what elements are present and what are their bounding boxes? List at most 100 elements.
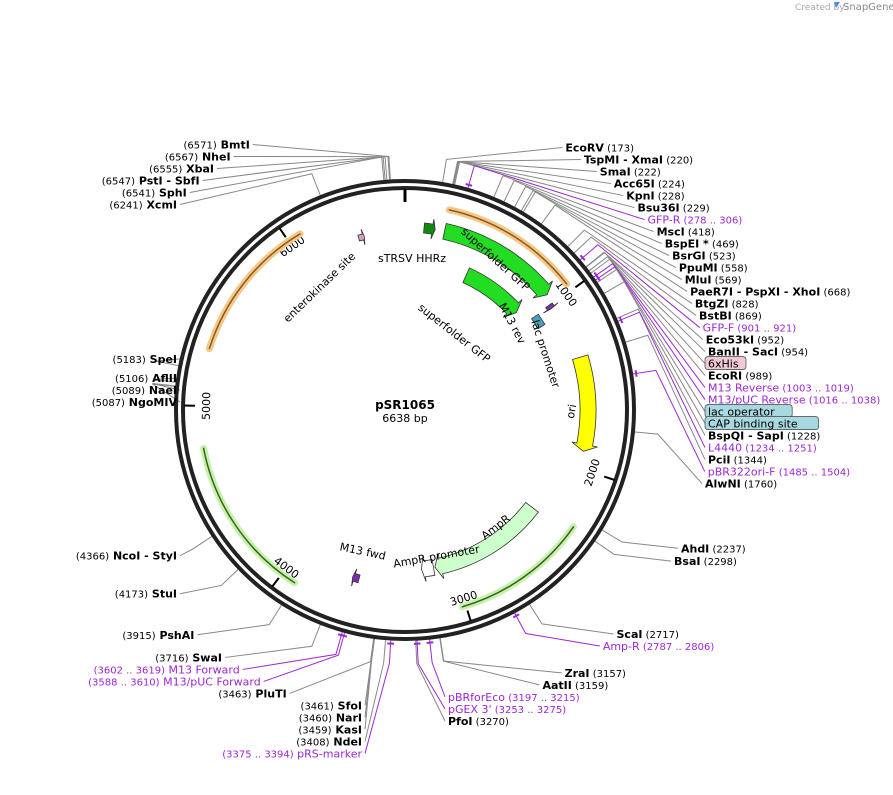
enzyme-num: (5087) <box>92 398 125 409</box>
enzyme-name: AatII <box>542 679 571 692</box>
enzyme-connector <box>224 622 322 658</box>
primer-name: GFP-R <box>648 214 681 227</box>
enzyme-num: (6241) <box>109 201 142 212</box>
credit-brand: SnapGene <box>843 2 893 13</box>
primer-range: (1016 .. 1038) <box>806 396 881 407</box>
enzyme-site-label: BsrGI (523) <box>672 250 736 263</box>
primer-mark <box>595 274 601 282</box>
enzyme-num: (6541) <box>122 189 155 200</box>
enzyme-connector <box>502 179 662 245</box>
primer-connector <box>428 637 446 698</box>
enzyme-connector <box>587 256 706 364</box>
enzyme-extra: - StyI <box>140 550 177 563</box>
primer-label: pBRforEco (3197 .. 3215) <box>448 691 580 704</box>
enzyme-connector <box>572 236 697 316</box>
green-arc-left-line <box>202 447 296 584</box>
enzyme-num: (1228) <box>784 432 821 443</box>
green-arc-bottom-line <box>461 526 575 608</box>
enzyme-name: Bsu36I <box>637 202 679 215</box>
enzyme-num: (3461) <box>301 701 334 712</box>
enzyme-connector <box>441 147 563 185</box>
primer-label: pGEX 3' (3253 .. 3275) <box>448 703 566 716</box>
enzyme-site-label: (6241) XcmI <box>109 199 177 212</box>
enzyme-name: EcoRV <box>565 142 604 155</box>
feature-label: superfolder GFP <box>416 301 494 366</box>
superfolder-gfp-arrow-1 <box>442 223 553 299</box>
enzyme-site-label: (6547) PstI - SbfI <box>102 175 200 188</box>
enzyme-name: KpnI <box>626 190 654 203</box>
enzyme-site-label: (3915) PshAI <box>122 629 194 642</box>
strsv-hhrz-arrow <box>423 219 436 240</box>
enzyme-site-label: AhdI (2237) <box>681 542 746 555</box>
primer-connector <box>513 611 600 647</box>
enzyme-site-label: MscI (418) <box>657 226 715 239</box>
enzyme-num: (3915) <box>122 631 155 642</box>
enzyme-name: AflII <box>148 372 177 385</box>
enzyme-name: XcmI <box>143 199 177 212</box>
enzyme-site-label: Acc65I (224) <box>614 178 685 191</box>
enzyme-site-label: (3463) PluTI <box>218 687 286 700</box>
primer-range: (2787 .. 2806) <box>640 642 715 653</box>
enzyme-connector <box>189 156 385 194</box>
primer-range: (3588 .. 3610) <box>88 677 160 688</box>
enzyme-name: StuI <box>148 588 177 601</box>
primer-range: (1003 .. 1019) <box>779 384 854 395</box>
primer-name: M13/pUC Reverse <box>708 394 806 407</box>
enzyme-connector <box>179 567 240 595</box>
primer-range: (1234 .. 1251) <box>742 444 817 455</box>
enzyme-connector <box>233 156 391 182</box>
primer-mark <box>340 633 348 638</box>
orange-arc-left-line <box>208 233 301 350</box>
enzyme-num: (220) <box>663 156 693 167</box>
feature-arcs <box>337 183 638 645</box>
connector-lines <box>152 144 706 754</box>
enzyme-name: MluI <box>685 274 712 287</box>
enzyme-connector <box>513 185 670 257</box>
enzyme-site-label: (4366) NcoI - StyI <box>76 550 177 563</box>
enterokinase-site-arrow <box>357 229 366 245</box>
primer-label: M13 Reverse (1003 .. 1019) <box>708 382 854 395</box>
primer-range: (3602 .. 3619) <box>94 665 166 676</box>
enzyme-name: BsrGI <box>672 250 705 263</box>
enzyme-num: (3460) <box>299 713 332 724</box>
tick-label: 5000 <box>200 392 214 420</box>
enzyme-connector <box>528 602 614 635</box>
enzyme-connector <box>623 334 706 460</box>
m13-fwd-arrow <box>351 568 361 587</box>
enzyme-num: (6555) <box>149 165 182 176</box>
enzyme-connector <box>600 528 679 549</box>
enzyme-num: (3408) <box>296 737 329 748</box>
enzyme-num: (173) <box>604 144 634 155</box>
enzyme-connector <box>179 173 322 206</box>
primer-connector <box>591 263 706 388</box>
enzyme-site-label: PfoI (3270) <box>448 715 509 728</box>
ampr-promoter-arrow <box>421 555 436 582</box>
plasmid-name: pSR1065 <box>375 398 435 412</box>
primer-mark <box>465 183 473 187</box>
feature-box <box>704 356 747 370</box>
feature-box-label: 6xHis <box>708 358 739 371</box>
feature-label: ori <box>564 403 579 419</box>
snapgene-logo-icon <box>834 2 840 8</box>
enzyme-connector <box>632 431 703 484</box>
enzyme-connector <box>453 161 635 209</box>
enzyme-site-label: ZraI (3157) <box>565 667 626 680</box>
ampr-arrow <box>434 501 539 579</box>
tick-4000 <box>271 577 280 588</box>
enzyme-name: SphI <box>155 187 187 200</box>
plasmid-size: 6638 bp <box>382 412 427 425</box>
enzyme-num: (954) <box>778 348 808 359</box>
enzyme-connector <box>155 358 181 367</box>
enzyme-connector <box>452 161 611 187</box>
primer-range: (3375 .. 3394) <box>222 749 294 760</box>
primer-connector <box>631 369 706 472</box>
enzyme-name: EcoRI <box>708 370 742 383</box>
enzyme-connector <box>593 539 672 562</box>
enzyme-num: (3159) <box>572 681 609 692</box>
enzyme-connector <box>602 280 706 424</box>
enzyme-name: KasI <box>332 723 362 736</box>
credit-prefix: Created by <box>795 3 845 13</box>
enzyme-site-label: SmaI (222) <box>600 166 661 179</box>
enzyme-site-label: PpuMI (558) <box>679 262 748 275</box>
